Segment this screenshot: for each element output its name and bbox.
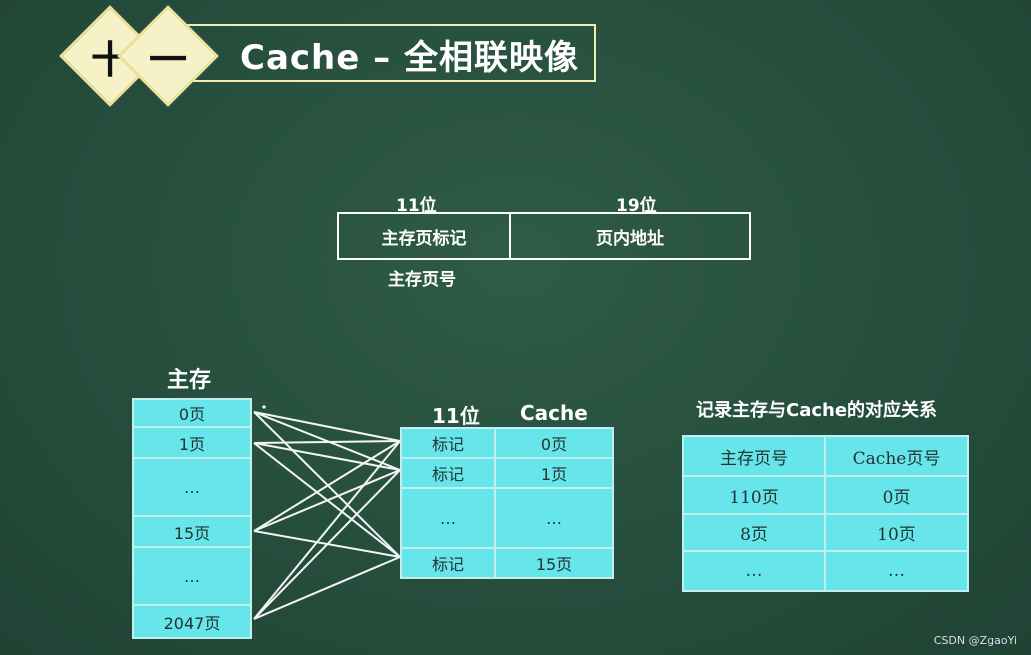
cache-row: 标记 0页 xyxy=(402,429,612,459)
mapping-main-cell: … xyxy=(684,552,826,590)
page-number-label: 主存页号 xyxy=(388,270,456,290)
mapping-cache-cell: … xyxy=(888,561,905,581)
offset-bits-label: 19位 xyxy=(616,196,657,216)
cache-tag-cell: 标记 xyxy=(402,549,496,577)
cache-row: 标记 1页 xyxy=(402,459,612,489)
cache-page-cell: 0页 xyxy=(540,435,568,454)
mapping-cache-cell: 10页 xyxy=(877,525,916,545)
tag-field: 主存页标记 xyxy=(339,214,511,258)
main-memory-column: 0页 1页 … 15页 … 2047页 xyxy=(132,398,252,639)
memory-cell: 0页 xyxy=(134,400,250,428)
cache-table: 标记 0页 标记 1页 … … 标记 15页 xyxy=(400,427,614,579)
mapping-table: 主存页号 Cache页号 110页 0页 8页 10页 … … xyxy=(682,435,969,592)
cache-page-cell: 15页 xyxy=(535,555,573,574)
cache-row: … … xyxy=(402,489,612,549)
minus-icon: 一 xyxy=(148,37,187,82)
cache-page-cell: … xyxy=(546,508,562,528)
mapping-main-cell: 110页 xyxy=(684,477,826,513)
cache-tag-header: 11位 xyxy=(432,404,480,428)
tag-bits-label: 11位 xyxy=(396,196,437,216)
cache-tag-cell: … xyxy=(402,489,496,547)
cache-row: 标记 15页 xyxy=(402,549,612,577)
memory-cell: … xyxy=(134,548,250,606)
mapping-header-main: 主存页号 xyxy=(684,437,826,475)
main-memory-title: 主存 xyxy=(167,368,212,393)
offset-field: 页内地址 xyxy=(596,228,664,249)
address-format-box: 主存页标记 页内地址 xyxy=(337,212,751,260)
page-title: Cache – 全相联映像 xyxy=(240,38,579,78)
cache-page-cell: 1页 xyxy=(540,465,568,484)
mapping-table-title: 记录主存与Cache的对应关系 xyxy=(696,400,938,421)
memory-cell: 15页 xyxy=(134,517,250,548)
memory-cell: … xyxy=(134,459,250,517)
mapping-cache-cell: 0页 xyxy=(882,487,911,508)
memory-cell: 2047页 xyxy=(163,613,221,633)
mapping-header-cache: Cache页号 xyxy=(852,448,941,469)
mapping-main-cell: 8页 xyxy=(684,515,826,550)
mapping-row: 8页 10页 xyxy=(684,515,967,552)
cache-tag-cell: 标记 xyxy=(402,429,496,457)
mapping-row: … … xyxy=(684,552,967,590)
memory-cell: 1页 xyxy=(134,428,250,459)
footer-watermark: CSDN @ZgaoYi xyxy=(933,634,1017,647)
cache-tag-cell: 标记 xyxy=(402,459,496,487)
cache-header: Cache xyxy=(520,401,588,425)
mapping-row: 110页 0页 xyxy=(684,477,967,515)
mapping-header-row: 主存页号 Cache页号 xyxy=(684,437,967,477)
